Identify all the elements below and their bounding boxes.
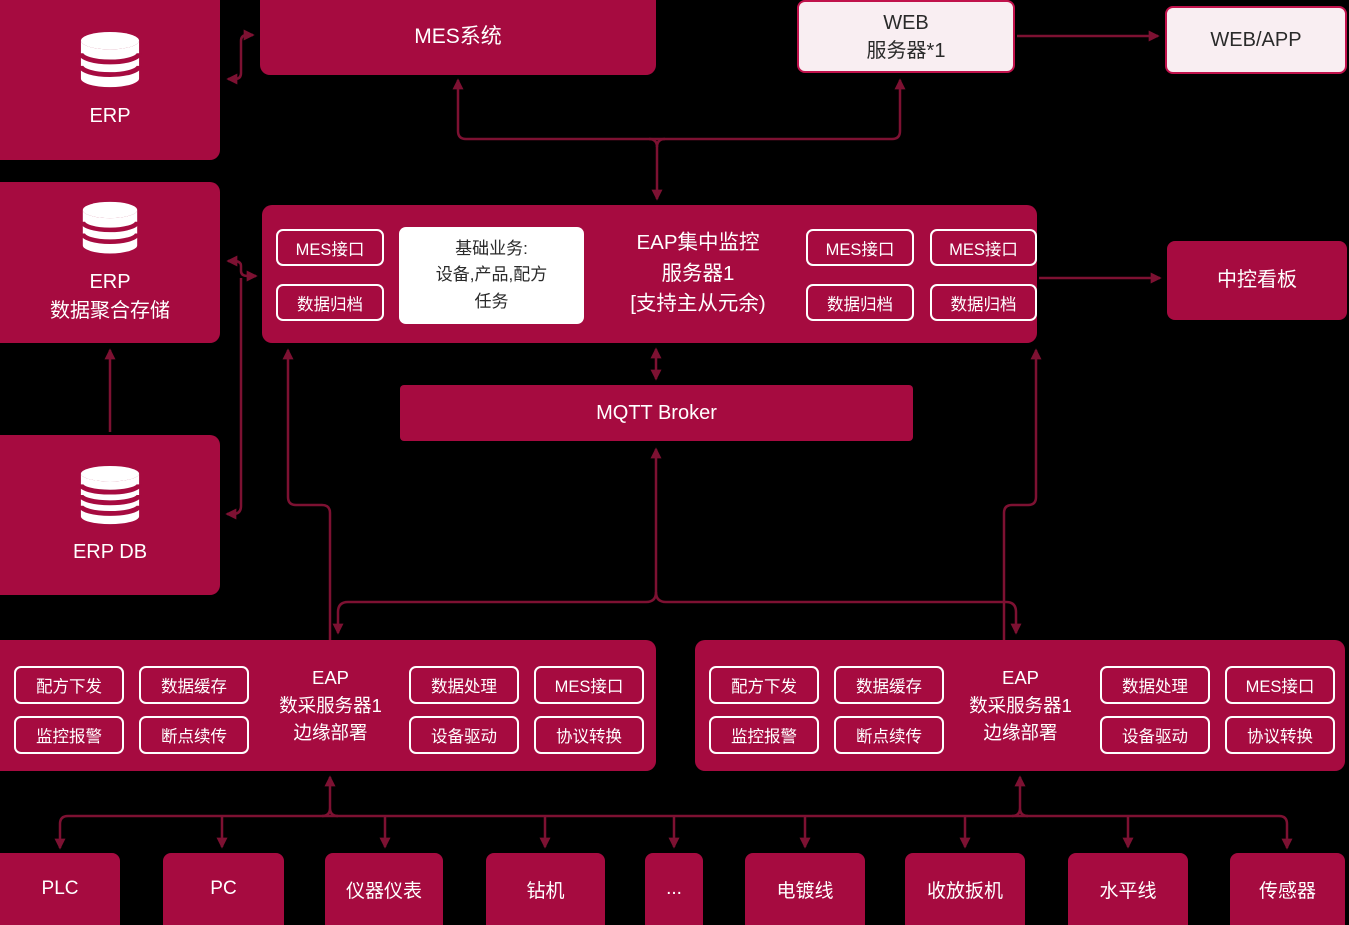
web-app-label: WEB/APP bbox=[1210, 28, 1302, 51]
device-instruments: 仪器仪表 bbox=[325, 853, 443, 925]
central-feature-mes-interface-3: MES接口 bbox=[930, 229, 1037, 266]
eap-left-title-line3: 边缘部署 bbox=[293, 722, 368, 744]
eap-left-title-line2: 数采服务器1 bbox=[279, 694, 382, 716]
eap-right-feature-data-cache: 数据缓存 bbox=[834, 666, 944, 704]
web-server-label-line2: 服务器*1 bbox=[866, 39, 946, 62]
eap-right-title: EAP 数采服务器1 边缘部署 bbox=[938, 640, 1103, 771]
node-kanban: 中控看板 bbox=[1167, 241, 1347, 320]
base-service-line2: 设备,产品,配方 bbox=[435, 265, 548, 285]
central-base-service-box: 基础业务: 设备,产品,配方 任务 bbox=[399, 227, 584, 324]
mqtt-label: MQTT Broker bbox=[596, 401, 717, 424]
device-plating-line: 电镀线 bbox=[745, 853, 865, 925]
database-icon bbox=[80, 201, 140, 253]
device-plc: PLC bbox=[0, 853, 120, 925]
erp-label: ERP bbox=[89, 104, 131, 127]
eap-left-feature-recipe-send: 配方下发 bbox=[14, 666, 124, 704]
eap-right-title-line2: 数采服务器1 bbox=[969, 694, 1072, 716]
base-service-line3: 任务 bbox=[474, 291, 509, 311]
device-sensor: 传感器 bbox=[1230, 853, 1345, 925]
node-mes: MES系统 bbox=[260, 0, 656, 75]
device-horizontal-line: 水平线 bbox=[1068, 853, 1188, 925]
eap-left-feature-data-process: 数据处理 bbox=[409, 666, 519, 704]
central-eap-title-line3: [支持主从元余) bbox=[630, 292, 766, 316]
base-service-line1: 基础业务: bbox=[455, 238, 528, 258]
database-icon bbox=[78, 31, 142, 87]
device-reel-machine: 收放扳机 bbox=[905, 853, 1025, 925]
eap-left-feature-mes-interface: MES接口 bbox=[534, 666, 644, 704]
eap-left-title: EAP 数采服务器1 边缘部署 bbox=[248, 640, 413, 771]
node-erp-agg: ERP 数据聚合存储 bbox=[0, 182, 220, 343]
eap-right-feature-protocol-convert: 协议转换 bbox=[1225, 716, 1335, 754]
erp-agg-label-line2: 数据聚合存储 bbox=[50, 299, 170, 322]
node-erp-db: ERP DB bbox=[0, 435, 220, 595]
eap-right-feature-device-driver: 设备驱动 bbox=[1100, 716, 1210, 754]
eap-right-feature-recipe-send: 配方下发 bbox=[709, 666, 819, 704]
eap-right-feature-resume-transfer: 断点续传 bbox=[834, 716, 944, 754]
central-feature-data-archive-3: 数据归档 bbox=[930, 284, 1037, 321]
central-eap-title-line2: 服务器1 bbox=[661, 261, 735, 285]
eap-left-feature-data-cache: 数据缓存 bbox=[139, 666, 249, 704]
central-feature-data-archive-1: 数据归档 bbox=[276, 284, 384, 321]
node-erp: ERP bbox=[0, 0, 220, 160]
device-ellipsis: ... bbox=[645, 853, 703, 925]
device-drill: 钻机 bbox=[486, 853, 605, 925]
database-icon bbox=[78, 465, 142, 524]
eap-right-title-line3: 边缘部署 bbox=[983, 722, 1058, 744]
kanban-label: 中控看板 bbox=[1217, 269, 1297, 291]
erp-agg-label-line1: ERP bbox=[89, 270, 131, 293]
node-mqtt-broker: MQTT Broker bbox=[400, 385, 913, 441]
central-eap-title-line1: EAP集中监控 bbox=[636, 230, 760, 254]
web-server-label-line1: WEB bbox=[883, 11, 929, 34]
node-web-app: WEB/APP bbox=[1165, 6, 1347, 74]
central-feature-mes-interface-2: MES接口 bbox=[806, 229, 914, 266]
eap-left-feature-resume-transfer: 断点续传 bbox=[139, 716, 249, 754]
eap-left-feature-protocol-convert: 协议转换 bbox=[534, 716, 644, 754]
eap-left-feature-monitor-alarm: 监控报警 bbox=[14, 716, 124, 754]
node-web-server: WEB 服务器*1 bbox=[797, 0, 1015, 73]
eap-right-feature-data-process: 数据处理 bbox=[1100, 666, 1210, 704]
eap-left-feature-device-driver: 设备驱动 bbox=[409, 716, 519, 754]
eap-right-feature-monitor-alarm: 监控报警 bbox=[709, 716, 819, 754]
central-feature-data-archive-2: 数据归档 bbox=[806, 284, 914, 321]
mes-label: MES系统 bbox=[414, 25, 502, 49]
device-pc: PC bbox=[163, 853, 284, 925]
eap-right-feature-mes-interface: MES接口 bbox=[1225, 666, 1335, 704]
erp-db-label: ERP DB bbox=[72, 540, 148, 563]
central-feature-mes-interface-1: MES接口 bbox=[276, 229, 384, 266]
central-eap-title: EAP集中监控 服务器1 [支持主从元余) bbox=[583, 205, 813, 343]
eap-left-title-line1: EAP bbox=[311, 666, 350, 688]
eap-right-title-line1: EAP bbox=[1001, 666, 1040, 688]
